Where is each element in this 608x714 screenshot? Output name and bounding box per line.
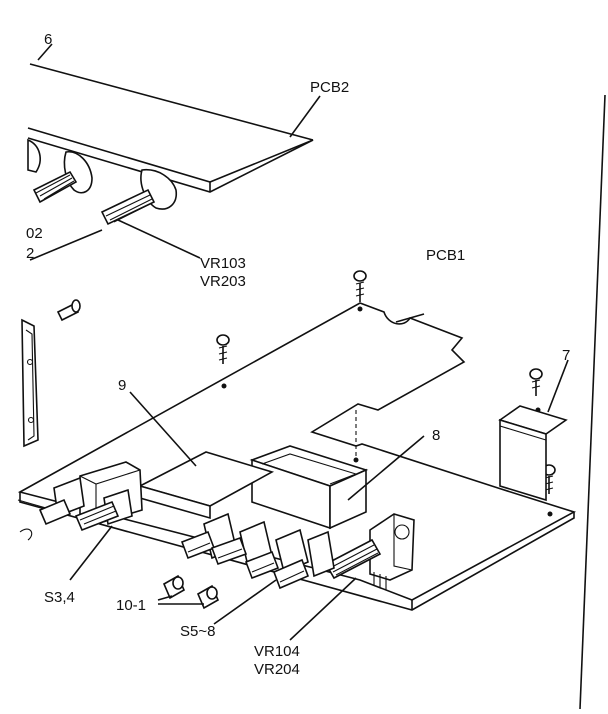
leader-vr104: [289, 577, 357, 641]
label-vr203: VR203: [200, 273, 246, 290]
pcb2-board: [27, 127, 314, 226]
pot-body-left: [27, 138, 41, 173]
leader-pcb1: [395, 313, 425, 323]
leader-10-1-a: [157, 595, 173, 601]
label-part-10-1: 10-1: [116, 597, 146, 614]
leader-s5-8: [213, 579, 277, 625]
label-part-7: 7: [562, 347, 570, 364]
screw-bracket-7-top: [529, 368, 543, 396]
leader-6: [29, 63, 314, 141]
leader-6-tick: [37, 43, 53, 61]
label-vr202-partial: 2: [26, 245, 34, 262]
label-part-8: 8: [432, 427, 440, 444]
switch-s5-8: [180, 512, 335, 590]
leader-s3-4: [69, 525, 113, 581]
label-vr103: VR103: [200, 255, 246, 272]
label-part-6: 6: [44, 31, 52, 48]
label-pcb1: PCB1: [426, 247, 465, 264]
leader-7: [547, 359, 569, 413]
leader-vr102: [29, 229, 103, 261]
shaft-vr103: [100, 188, 156, 226]
label-part-9: 9: [118, 377, 126, 394]
knob-10-1: [162, 574, 220, 610]
label-s5-8: S5~8: [180, 623, 215, 640]
label-vr104: VR104: [254, 643, 300, 660]
leader-9: [129, 391, 197, 467]
screw-pcb1-left: [216, 334, 230, 364]
bracket-7: [498, 405, 568, 502]
label-vr204: VR204: [254, 661, 300, 678]
screw-pcb1-top: [353, 270, 367, 302]
vr104-potentiometer: [324, 513, 415, 590]
part-9-cover: [137, 451, 275, 520]
switch-s3-4: [19, 461, 143, 541]
side-bracket: [21, 318, 39, 448]
screw-left: [56, 299, 81, 322]
label-vr102-partial: 02: [26, 225, 43, 242]
label-pcb2: PCB2: [310, 79, 349, 96]
leader-pcb2: [289, 95, 321, 138]
label-s3-4: S3,4: [44, 589, 75, 606]
shield-box-8: [249, 445, 369, 530]
leader-8: [347, 435, 425, 501]
leader-vr103: [117, 219, 201, 259]
page-border-line: [579, 94, 606, 710]
lever-s8: [272, 558, 310, 590]
lever-s3: [38, 498, 72, 526]
